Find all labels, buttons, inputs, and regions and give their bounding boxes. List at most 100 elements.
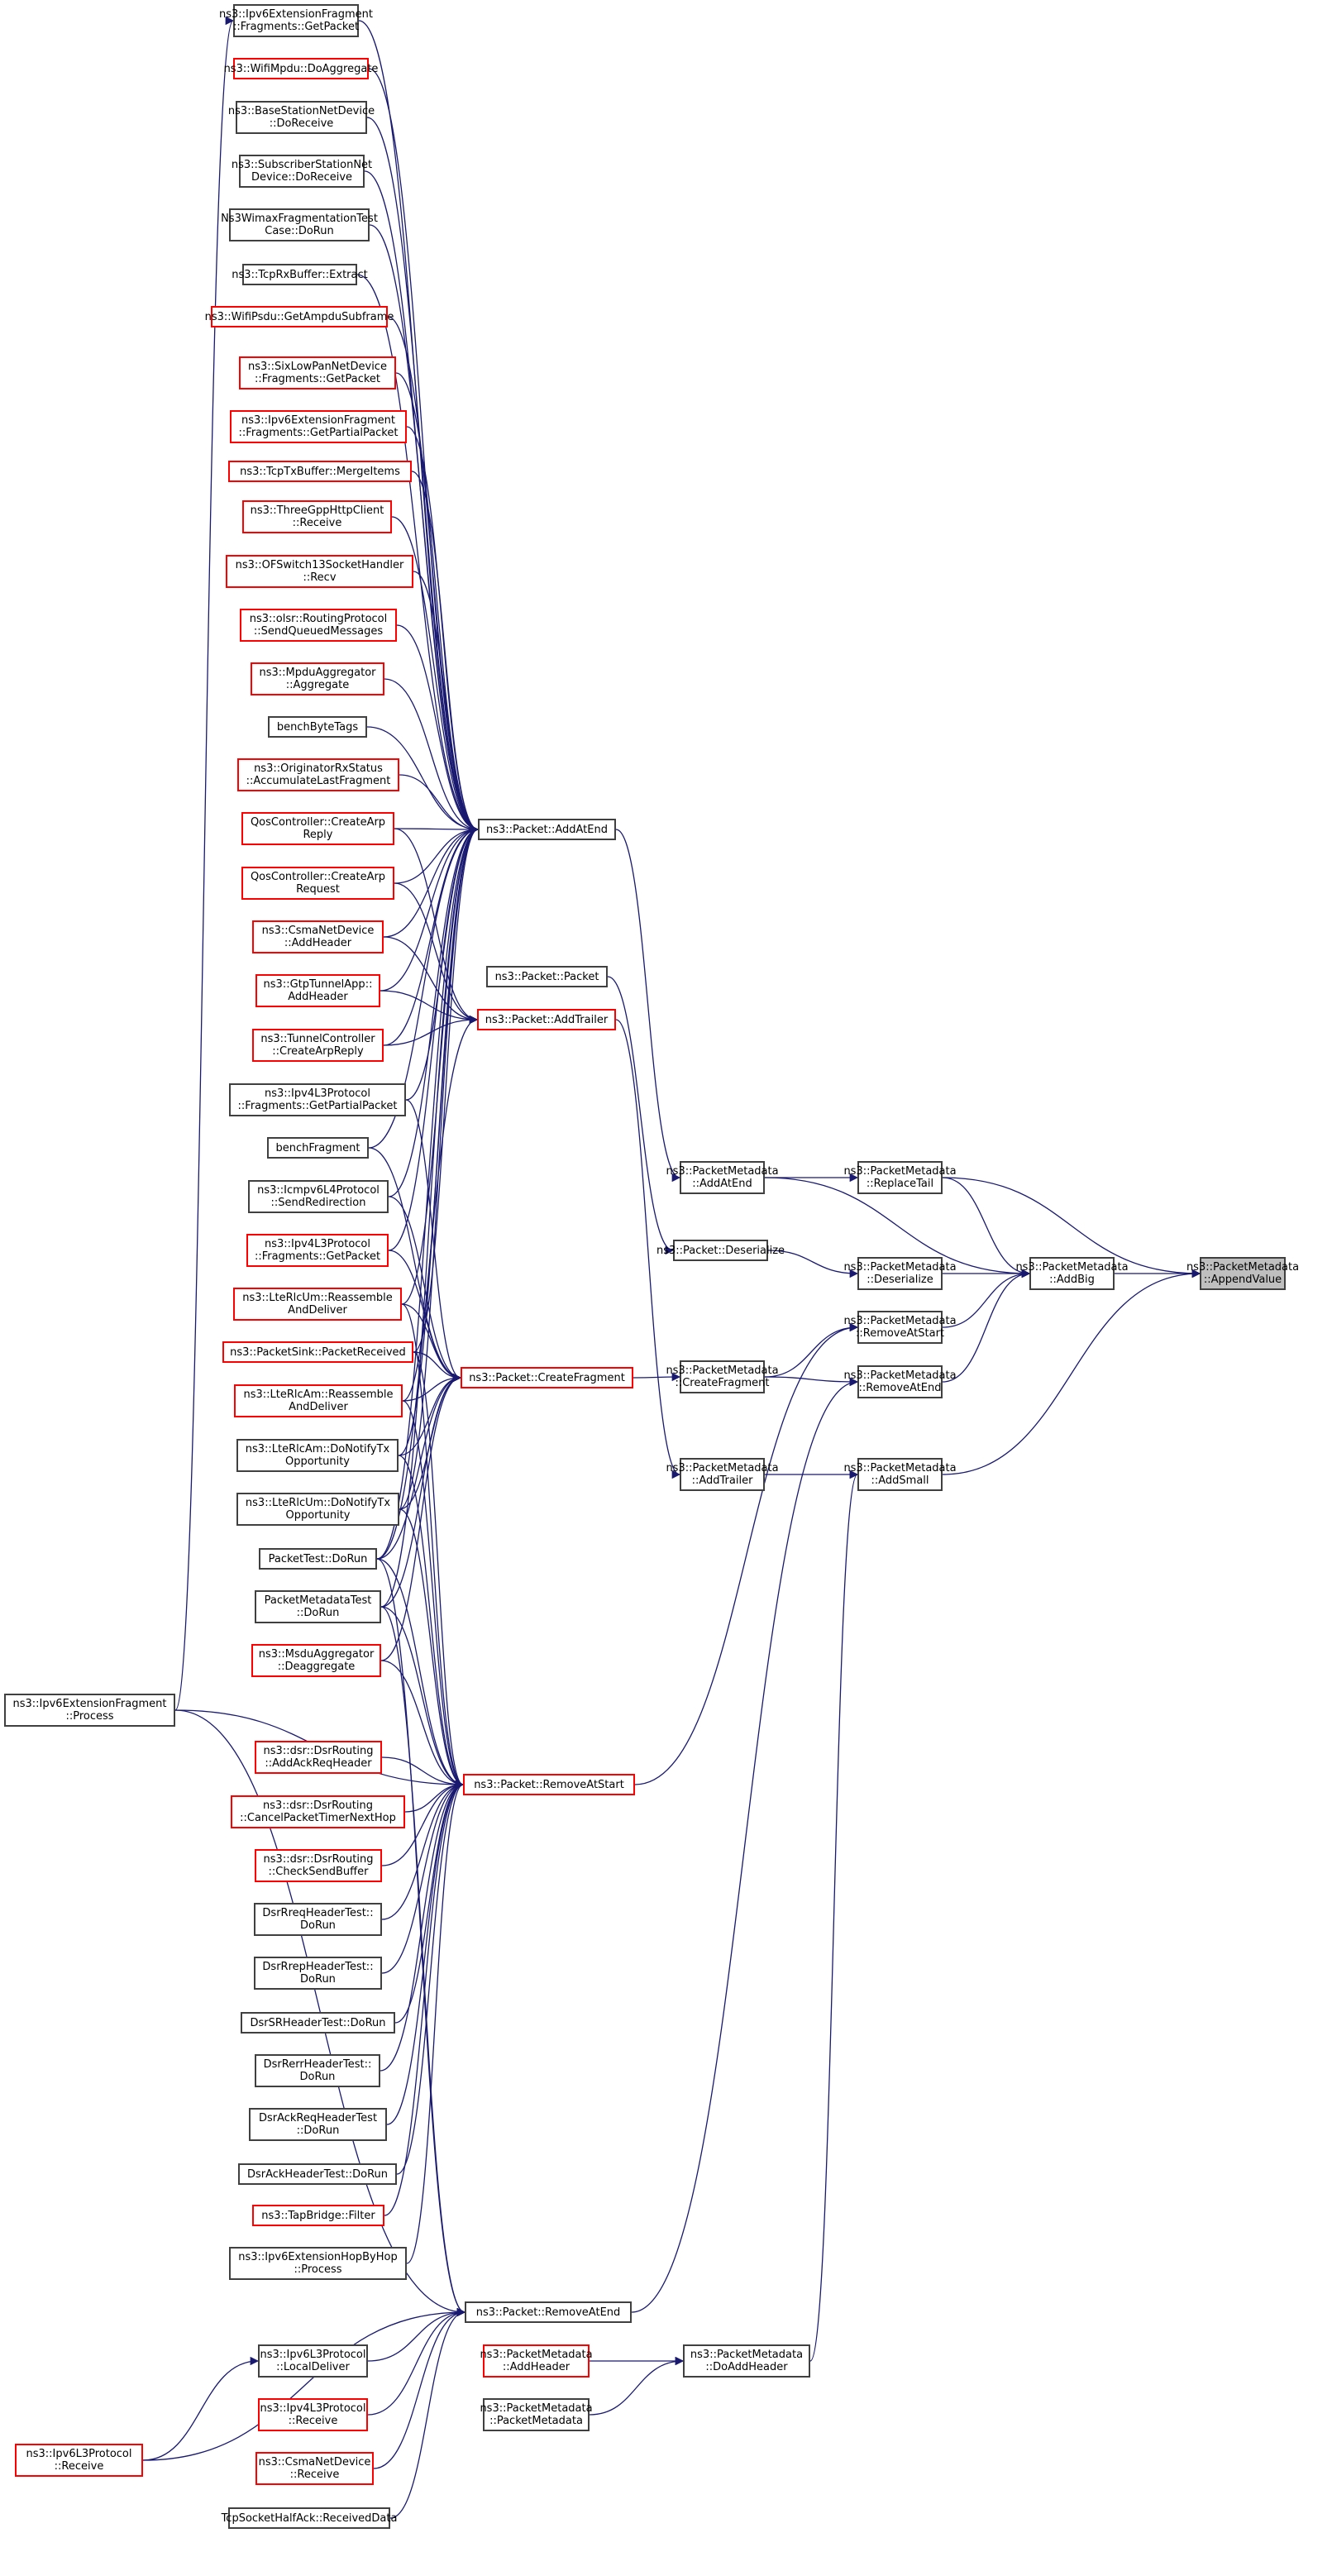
graph-node-c5[interactable]: Ns3WimaxFragmentationTest Case::DoRun <box>221 208 378 241</box>
graph-node-c14[interactable]: ns3::MpduAggregator ::Aggregate <box>251 662 384 695</box>
graph-node-c40[interactable]: DsrSRHeaderTest::DoRun <box>241 2012 395 2034</box>
graph-node-c22[interactable]: ns3::Ipv4L3Protocol ::Fragments::GetPart… <box>229 1083 406 1116</box>
graph-node-do-add-header[interactable]: ns3::PacketMetadata ::DoAddHeader <box>683 2344 810 2378</box>
graph-node-pm-deserialize[interactable]: ns3::PacketMetadata ::Deserialize <box>843 1257 957 1290</box>
graph-node-c41[interactable]: DsrRerrHeaderTest:: DoRun <box>255 2054 380 2087</box>
graph-node-c34[interactable]: ns3::Ipv6ExtensionFragment ::Process <box>4 1694 175 1727</box>
graph-node-c18[interactable]: QosController::CreateArp Request <box>241 867 394 900</box>
graph-edge-c22-to-createFragment <box>405 1099 462 1383</box>
graph-edge-c34-to-c1 <box>174 17 235 1711</box>
graph-node-c1[interactable]: ns3::Ipv6ExtensionFragment ::Fragments::… <box>219 4 373 37</box>
graph-node-c48[interactable]: ns3::CsmaNetDevice ::Receive <box>255 2452 374 2485</box>
graph-edge-c48-to-removeAtEnd <box>373 2307 466 2469</box>
graph-node-c35[interactable]: ns3::dsr::DsrRouting ::AddAckReqHeader <box>255 1741 382 1774</box>
graph-node-c33[interactable]: ns3::MsduAggregator ::Deaggregate <box>251 1644 381 1677</box>
graph-node-add-trailer[interactable]: ns3::Packet::AddTrailer <box>477 1009 616 1030</box>
graph-edge-c2-to-addAtEnd <box>368 68 480 834</box>
graph-node-c24[interactable]: ns3::Icmpv6L4Protocol ::SendRedirection <box>248 1180 389 1213</box>
graph-edge-c20-to-addTrailer <box>380 990 479 1025</box>
graph-node-c44[interactable]: ns3::TapBridge::Filter <box>252 2205 384 2226</box>
graph-node-pm-add-header[interactable]: ns3::PacketMetadata ::AddHeader <box>480 2344 593 2378</box>
graph-node-pm-add-trailer[interactable]: ns3::PacketMetadata ::AddTrailer <box>666 1458 779 1491</box>
graph-edge-c14-to-addAtEnd <box>384 678 480 834</box>
graph-node-c2[interactable]: ns3::WifiMpdu::DoAggregate <box>224 58 378 79</box>
graph-edge-c32-to-addAtEnd <box>380 824 480 1608</box>
graph-edge-c10-to-addAtEnd <box>411 471 480 834</box>
graph-node-create-fragment[interactable]: ns3::Packet::CreateFragment <box>461 1367 633 1388</box>
graph-node-c25[interactable]: ns3::Ipv4L3Protocol ::Fragments::GetPack… <box>246 1234 389 1267</box>
graph-edge-c16-to-addAtEnd <box>399 774 480 834</box>
graph-node-pm-ctor[interactable]: ns3::PacketMetadata ::PacketMetadata <box>480 2398 593 2431</box>
graph-node-remove-at-start[interactable]: ns3::Packet::RemoveAtStart <box>463 1774 635 1795</box>
graph-node-c11[interactable]: ns3::ThreeGppHttpClient ::Receive <box>242 500 392 533</box>
graph-node-label: ns3::PacketMetadata ::AddBig <box>1015 1261 1129 1286</box>
graph-node-c15[interactable]: benchByteTags <box>268 716 367 738</box>
graph-edge-c50-to-c46 <box>142 2356 260 2461</box>
graph-node-c31[interactable]: PacketTest::DoRun <box>259 1548 377 1570</box>
graph-node-c36[interactable]: ns3::dsr::DsrRouting ::CancelPacketTimer… <box>231 1795 405 1828</box>
graph-node-label: QosController::CreateArp Request <box>250 871 386 896</box>
graph-node-c16[interactable]: ns3::OriginatorRxStatus ::AccumulateLast… <box>237 758 399 791</box>
graph-node-label: ns3::dsr::DsrRouting ::CheckSendBuffer <box>263 1853 374 1878</box>
graph-node-add-big[interactable]: ns3::PacketMetadata ::AddBig <box>1015 1257 1129 1290</box>
graph-node-pm-remove-at-start[interactable]: ns3::PacketMetadata ::RemoveAtStart <box>843 1311 957 1344</box>
graph-node-c13[interactable]: ns3::olsr::RoutingProtocol ::SendQueuedM… <box>240 609 397 642</box>
graph-node-c39[interactable]: DsrRrepHeaderTest:: DoRun <box>254 1957 382 1990</box>
graph-node-c7[interactable]: ns3::WifiPsdu::GetAmpduSubframe <box>205 306 394 327</box>
graph-node-c42[interactable]: DsrAckReqHeaderTest ::DoRun <box>249 2108 387 2141</box>
graph-node-c30[interactable]: ns3::LteRlcUm::DoNotifyTx Opportunity <box>236 1493 399 1526</box>
graph-node-c28[interactable]: ns3::LteRlcAm::Reassemble AndDeliver <box>234 1384 403 1417</box>
graph-node-pm-add-at-end[interactable]: ns3::PacketMetadata ::AddAtEnd <box>666 1161 779 1194</box>
graph-node-remove-at-end[interactable]: ns3::Packet::RemoveAtEnd <box>465 2301 632 2323</box>
graph-node-c32[interactable]: PacketMetadataTest ::DoRun <box>255 1590 381 1623</box>
graph-node-c50[interactable]: ns3::Ipv6L3Protocol ::Receive <box>15 2444 143 2477</box>
graph-node-replace-tail[interactable]: ns3::PacketMetadata ::ReplaceTail <box>843 1161 957 1194</box>
graph-node-append-value: ns3::PacketMetadata ::AppendValue <box>1186 1257 1299 1290</box>
graph-node-c37[interactable]: ns3::dsr::DsrRouting ::CheckSendBuffer <box>255 1849 382 1882</box>
graph-node-c43[interactable]: DsrAckHeaderTest::DoRun <box>238 2163 397 2185</box>
graph-edge-packetCtor-to-pDeserialize <box>607 976 675 1255</box>
graph-node-c29[interactable]: ns3::LteRlcAm::DoNotifyTx Opportunity <box>236 1439 399 1472</box>
graph-node-c8[interactable]: ns3::SixLowPanNetDevice ::Fragments::Get… <box>239 356 396 390</box>
graph-node-label: ns3::Ipv4L3Protocol ::Fragments::GetPart… <box>237 1087 398 1112</box>
graph-node-c26[interactable]: ns3::LteRlcUm::Reassemble AndDeliver <box>233 1288 402 1321</box>
graph-edge-c8-to-addAtEnd <box>395 372 480 834</box>
graph-node-add-at-end[interactable]: ns3::Packet::AddAtEnd <box>478 819 616 840</box>
graph-node-c27[interactable]: ns3::PacketSink::PacketReceived <box>222 1341 413 1363</box>
graph-node-c12[interactable]: ns3::OFSwitch13SocketHandler ::Recv <box>226 555 413 588</box>
graph-edge-addSmall-to-appendValue <box>942 1269 1201 1475</box>
graph-node-c17[interactable]: QosController::CreateArp Reply <box>241 812 394 845</box>
graph-edge-c45-to-removeAtStart <box>406 1780 465 2264</box>
graph-node-label: DsrAckReqHeaderTest ::DoRun <box>258 2112 378 2137</box>
graph-edge-c24-to-createFragment <box>388 1196 462 1383</box>
graph-node-c6[interactable]: ns3::TcpRxBuffer::Extract <box>232 264 368 285</box>
graph-node-c49[interactable]: TcpSocketHalfAck::ReceivedData <box>222 2507 397 2529</box>
graph-node-c3[interactable]: ns3::BaseStationNetDevice ::DoReceive <box>228 101 375 134</box>
graph-node-c19[interactable]: ns3::CsmaNetDevice ::AddHeader <box>252 920 384 953</box>
graph-node-c23[interactable]: benchFragment <box>267 1137 369 1159</box>
graph-node-label: DsrAckHeaderTest::DoRun <box>246 2167 389 2181</box>
graph-node-label: ns3::PacketMetadata ::AddSmall <box>843 1462 957 1487</box>
graph-node-label: ns3::Packet::Deserialize <box>656 1244 785 1257</box>
graph-node-c46[interactable]: ns3::Ipv6L3Protocol ::LocalDeliver <box>258 2344 368 2378</box>
graph-node-c9[interactable]: ns3::Ipv6ExtensionFragment ::Fragments::… <box>230 410 407 443</box>
graph-node-c10[interactable]: ns3::TcpTxBuffer::MergeItems <box>228 461 412 482</box>
graph-node-c4[interactable]: ns3::SubscriberStationNet Device::DoRece… <box>232 155 372 188</box>
graph-node-packet-ctor[interactable]: ns3::Packet::Packet <box>486 966 608 987</box>
graph-node-c47[interactable]: ns3::Ipv4L3Protocol ::Receive <box>258 2398 368 2431</box>
graph-edge-c31-to-removeAtEnd <box>376 1558 466 2317</box>
graph-node-label: ns3::SixLowPanNetDevice ::Fragments::Get… <box>248 361 387 385</box>
graph-node-pm-create-fragment[interactable]: ns3::PacketMetadata ::CreateFragment <box>666 1360 779 1393</box>
graph-node-label: ns3::MsduAggregator ::Deaggregate <box>258 1648 375 1673</box>
graph-node-c21[interactable]: ns3::TunnelController ::CreateArpReply <box>252 1029 384 1062</box>
graph-edge-c25-to-addAtEnd <box>388 824 480 1251</box>
graph-node-p-deserialize[interactable]: ns3::Packet::Deserialize <box>656 1240 785 1261</box>
graph-node-label: ns3::PacketSink::PacketReceived <box>230 1345 406 1359</box>
graph-node-pm-remove-at-end[interactable]: ns3::PacketMetadata ::RemoveAtEnd <box>843 1365 957 1398</box>
graph-edge-c50-to-removeAtEnd <box>142 2307 466 2461</box>
graph-node-label: ns3::LteRlcAm::Reassemble AndDeliver <box>243 1388 394 1413</box>
graph-node-c38[interactable]: DsrRreqHeaderTest:: DoRun <box>254 1903 382 1936</box>
graph-node-c20[interactable]: ns3::GtpTunnelApp:: AddHeader <box>255 974 380 1007</box>
graph-node-c45[interactable]: ns3::Ipv6ExtensionHopByHop ::Process <box>229 2247 407 2280</box>
graph-node-add-small[interactable]: ns3::PacketMetadata ::AddSmall <box>843 1458 957 1491</box>
